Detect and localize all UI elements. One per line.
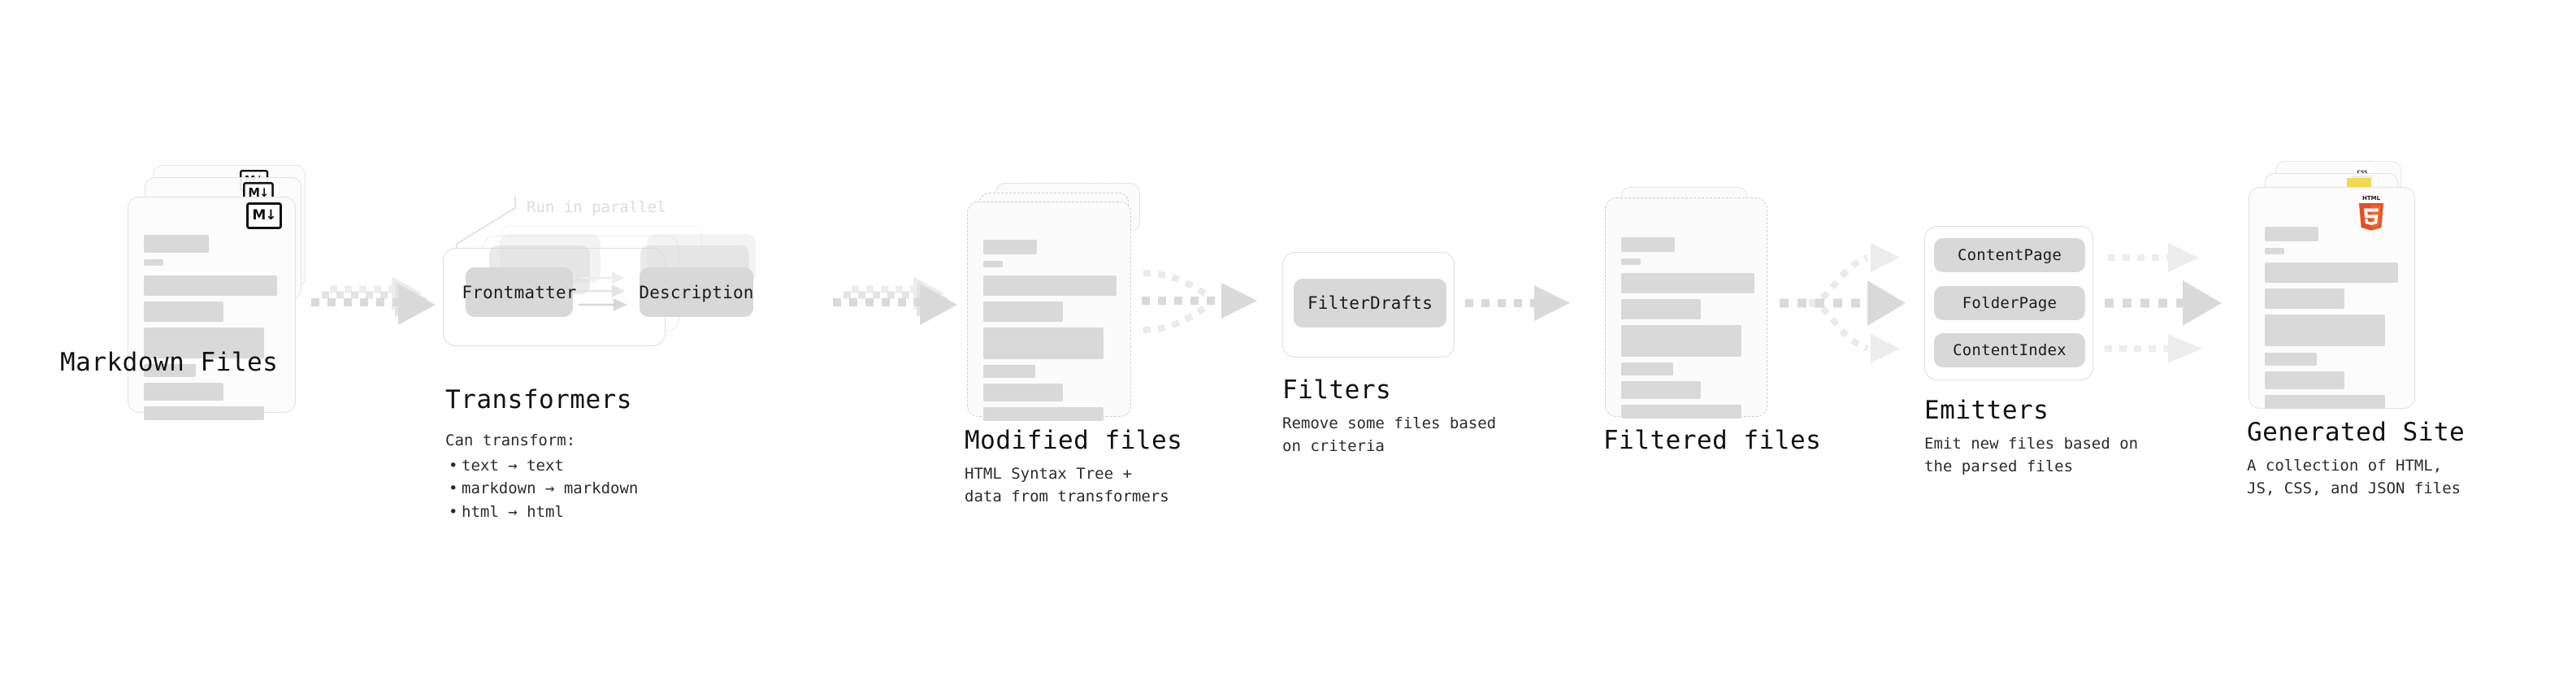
- skeleton-bar: [1621, 258, 1641, 265]
- html5-icon: HTML: [2359, 195, 2383, 231]
- modified-files-caption: HTML Syntax Tree + data from transformer…: [965, 465, 1169, 505]
- skeleton-bar: [983, 261, 1003, 267]
- skeleton-bar: [144, 275, 277, 296]
- stage-title-filtered-files: Filtered files: [1603, 426, 1822, 455]
- skeleton-bar: [2265, 262, 2398, 283]
- skeleton-bar: [2265, 248, 2284, 254]
- skeleton-bar: [1621, 405, 1741, 419]
- stage-title-filters: Filters: [1282, 375, 1392, 405]
- skeleton-bar: [983, 327, 1104, 359]
- parallel-annotation-label: Run in parallel: [527, 198, 666, 216]
- skeleton-bar: [983, 301, 1063, 322]
- transformers-bullet-item: markdown → markdown: [449, 477, 638, 501]
- stage-title-markdown-files: Markdown Files: [60, 348, 279, 377]
- skeleton-bar: [144, 383, 223, 401]
- skeleton-bar: [144, 301, 223, 322]
- modified-card-front: [967, 202, 1131, 421]
- skeleton-bar: [983, 407, 1104, 421]
- stage-title-emitters: Emitters: [1924, 396, 2049, 425]
- stage-title-transformers: Transformers: [445, 385, 632, 414]
- skeleton-bar: [2265, 288, 2344, 309]
- skeleton-bar: [983, 275, 1117, 296]
- transformers-bullet-list: text → text markdown → markdown html → h…: [445, 454, 638, 524]
- skeleton-bar: [1621, 299, 1701, 319]
- stage-title-modified-files: Modified files: [965, 426, 1183, 455]
- arrow-markdown-to-transformers: [311, 276, 436, 325]
- transformers-caption: Can transform: text → text markdown → ma…: [445, 429, 638, 523]
- markdown-card-front: [128, 197, 296, 420]
- arrow-filtered-to-emitters: [1780, 243, 1906, 363]
- skeleton-bar: [2265, 353, 2317, 366]
- filtered-card-front: [1605, 197, 1767, 419]
- site-card-front: [2249, 187, 2415, 409]
- svg-text:HTML: HTML: [2362, 195, 2381, 202]
- markdown-badge: M↓: [246, 202, 282, 229]
- skeleton-bar: [983, 240, 1037, 254]
- skeleton-bar: [2265, 371, 2344, 389]
- skeleton-bar: [983, 384, 1063, 401]
- skeleton-bar: [1621, 273, 1754, 293]
- transformer-chip-description[interactable]: Description: [639, 267, 753, 317]
- skeleton-bar: [983, 365, 1035, 378]
- transformers-bullet-item: html → html: [449, 501, 638, 524]
- transformer-inner-arrows: [579, 271, 627, 311]
- skeleton-bar: [144, 327, 264, 358]
- transformers-bullet-item: text → text: [449, 454, 638, 478]
- transformers-caption-lead: Can transform:: [445, 432, 576, 449]
- skeleton-bar: [144, 235, 209, 253]
- emitter-chip-contentindex[interactable]: ContentIndex: [1934, 333, 2085, 367]
- skeleton-bar: [1621, 325, 1741, 357]
- arrow-transformers-to-modified: [833, 276, 957, 325]
- filter-chip-filterdrafts[interactable]: FilterDrafts: [1294, 279, 1446, 327]
- skeleton-bar: [144, 364, 196, 377]
- generated-site-caption: A collection of HTML, JS, CSS, and JSON …: [2247, 457, 2461, 497]
- skeleton-bar: [1621, 362, 1673, 375]
- skeleton-bar: [1621, 237, 1675, 252]
- skeleton-bar: [1621, 381, 1701, 399]
- emitters-caption: Emit new files based on the parsed files: [1924, 435, 2139, 475]
- arrow-modified-to-filters: [1142, 270, 1257, 333]
- transformer-chip-frontmatter[interactable]: Frontmatter: [462, 267, 576, 317]
- stage-title-generated-site: Generated Site: [2247, 418, 2465, 447]
- arrow-filters-to-filtered: [1465, 285, 1570, 321]
- skeleton-bar: [2265, 395, 2385, 409]
- skeleton-bar: [2265, 227, 2318, 241]
- arrow-emitters-to-site: [2105, 243, 2222, 363]
- emitter-chip-folderpage[interactable]: FolderPage: [1934, 286, 2085, 320]
- filters-caption: Remove some files based on criteria: [1282, 414, 1497, 455]
- skeleton-bar: [2265, 314, 2385, 346]
- skeleton-bar: [144, 259, 163, 266]
- skeleton-bar: [144, 406, 264, 420]
- emitter-chip-contentpage[interactable]: ContentPage: [1934, 238, 2085, 272]
